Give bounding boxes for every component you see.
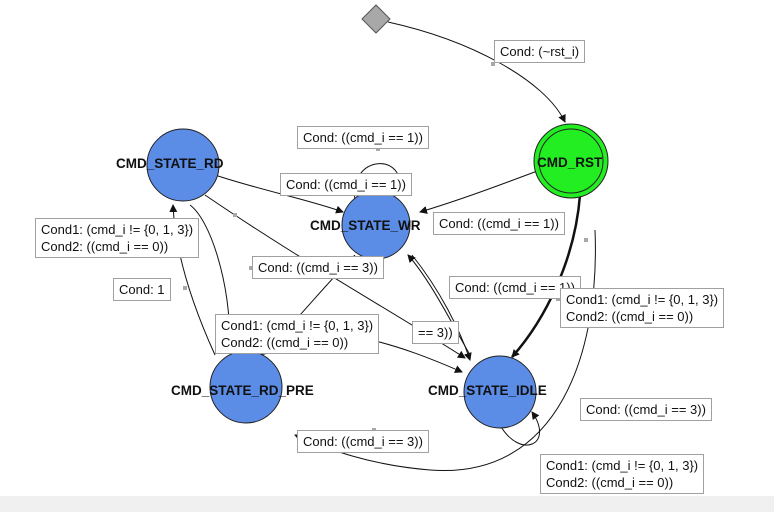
label-partial-cond3: == 3)): [412, 321, 459, 344]
label-anchor: [376, 147, 380, 151]
label-anchor: [556, 297, 560, 301]
label-reset: Cond: (~rst_i): [494, 40, 586, 63]
edge-idle-loop: [499, 411, 540, 446]
label-rst-idle-cond1: Cond1: (cmd_i != {0, 1, 3}): [566, 292, 719, 307]
label-anchor: [233, 213, 237, 217]
label-rst-idle: Cond1: (cmd_i != {0, 1, 3}) Cond2: ((cmd…: [560, 288, 725, 328]
state-rst-inner: [538, 128, 604, 194]
label-anchor: [584, 238, 588, 242]
label-idle-loop-cond1: Cond1: (cmd_i != {0, 1, 3}): [546, 458, 699, 473]
label-pre-idle-cond1: Cond1: (cmd_i != {0, 1, 3}): [221, 318, 374, 333]
bottom-strip: [0, 496, 774, 512]
label-wr-loop: Cond: ((cmd_i == 1)): [297, 126, 429, 149]
label-idle-loop: Cond1: (cmd_i != {0, 1, 3}) Cond2: ((cmd…: [540, 454, 705, 494]
state-name-rst: CMD_RST: [537, 155, 603, 170]
label-pre-idle: Cond1: (cmd_i != {0, 1, 3}) Cond2: ((cmd…: [215, 314, 380, 354]
label-rst-idle-cond2: Cond2: ((cmd_i == 0)): [566, 309, 694, 324]
edge-reset: [387, 21, 566, 123]
state-rd-circle[interactable]: [146, 128, 220, 202]
label-wr-to-pre: Cond: ((cmd_i == 3)): [252, 256, 384, 279]
label-anchor: [249, 266, 253, 270]
label-rd-to-wr: Cond: ((cmd_i == 1)): [280, 173, 412, 196]
label-anchor: [491, 62, 495, 66]
edge-rst-to-wr: [419, 169, 541, 214]
label-idle-to-wr: Cond: ((cmd_i == 1)): [449, 276, 581, 299]
label-pre-idle-cond2: Cond2: ((cmd_i == 0)): [221, 335, 349, 350]
label-idle-to-pre: Cond: ((cmd_i == 3)): [297, 430, 429, 453]
state-name-wr: CMD_STATE_WR: [310, 218, 421, 233]
state-rst-outer[interactable]: [533, 123, 609, 199]
state-name-idle: CMD_STATE_IDLE: [428, 383, 547, 398]
label-anchor: [183, 286, 187, 290]
label-rd-idle-cond1: Cond1: (cmd_i != {0, 1, 3}): [41, 222, 194, 237]
label-rd-idle-cond2: Cond2: ((cmd_i == 0)): [41, 239, 169, 254]
state-name-rd-pre: CMD_STATE_RD_PRE: [171, 383, 314, 398]
label-rd-idle: Cond1: (cmd_i != {0, 1, 3}) Cond2: ((cmd…: [35, 218, 200, 258]
state-name-rd: CMD_STATE_RD: [116, 156, 224, 171]
edge-wr-to-idle: [411, 254, 472, 361]
state-idle-circle[interactable]: [463, 355, 537, 429]
label-idle-right: Cond: ((cmd_i == 3)): [580, 398, 712, 421]
label-pre-to-rd: Cond: 1: [113, 278, 171, 301]
start-diamond: [361, 4, 391, 34]
label-rst-to-wr: Cond: ((cmd_i == 1)): [433, 212, 565, 235]
label-idle-loop-cond2: Cond2: ((cmd_i == 0)): [546, 475, 674, 490]
